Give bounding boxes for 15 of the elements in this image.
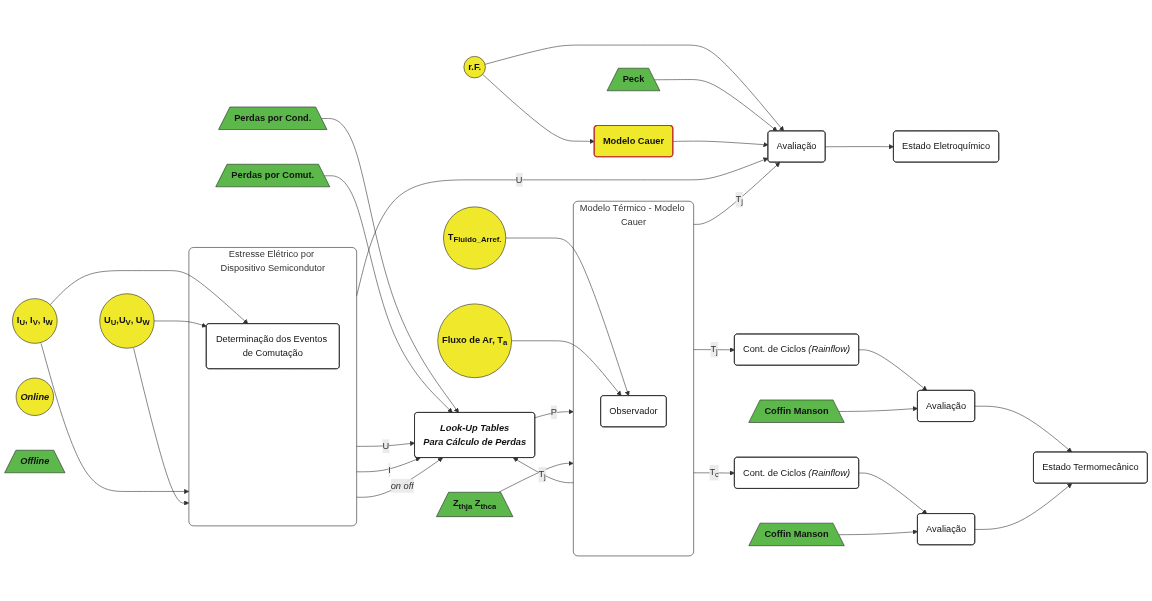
edge-label: T$_{c}$ (709, 466, 719, 479)
edge-label: P (550, 407, 557, 417)
edge-label: U (515, 174, 523, 185)
edge-label: on off (390, 480, 414, 491)
edge-label: I (388, 465, 391, 475)
edge-label: U (382, 441, 390, 451)
node-circle: Fluxo de Ar, T$_{a}$ (437, 303, 512, 378)
node-circle: I$_{U}$, I$_{V}$, I$_{W}$ (12, 298, 58, 344)
node-circle: r.F. (463, 56, 486, 79)
edge-label: T$_{j}$ (735, 193, 743, 206)
edge-label: T$_{j}$ (538, 468, 546, 481)
node-circle: T$_{Fluido_Arref.}$ (443, 206, 507, 270)
node-circle: U$_{U}$,U$_{V}$, U$_{W}$ (99, 293, 155, 349)
node-circle: Online (15, 377, 54, 416)
edge-label: T$_{j}$ (710, 343, 718, 356)
